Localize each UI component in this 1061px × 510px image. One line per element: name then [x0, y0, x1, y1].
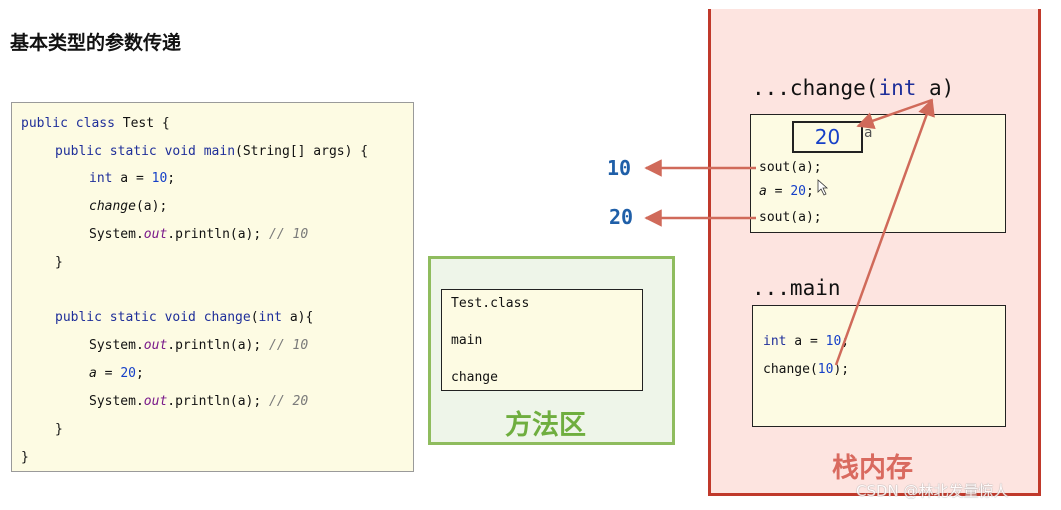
frame-text: a =	[786, 334, 826, 349]
code-text: a =	[112, 171, 152, 186]
code-comment: // 10	[269, 227, 309, 242]
mouse-cursor-icon	[817, 179, 829, 196]
code-text: Test {	[114, 116, 170, 131]
frame-number: 20	[790, 184, 806, 199]
code-number: 10	[151, 171, 168, 186]
code-text: (String[] args) {	[235, 144, 369, 159]
frame-text: =	[766, 184, 791, 199]
frame-line: sout(a);	[759, 210, 822, 225]
frame-variable: a	[759, 184, 767, 199]
parameter-assign-arrow	[856, 98, 933, 130]
main-frame: int a = 10; change(10);	[752, 305, 1006, 427]
code-text: ;	[135, 366, 144, 381]
code-line: }	[21, 450, 29, 465]
method-area-class-box: Test.class main change	[441, 289, 643, 391]
frame-line: a = 20;	[759, 184, 814, 199]
code-text: .println(a);	[167, 338, 270, 353]
code-keyword: int	[89, 171, 113, 186]
code-text: =	[96, 366, 121, 381]
code-text: ;	[167, 171, 176, 186]
code-text: System.	[89, 338, 144, 353]
code-text: System.	[89, 394, 144, 409]
code-line: public static void main(String[] args) {	[55, 144, 368, 159]
frame-number: 10	[825, 334, 842, 349]
code-line: System.out.println(a); // 10	[89, 227, 308, 242]
code-line: a = 20;	[89, 366, 144, 381]
code-line: change(a);	[89, 199, 167, 214]
code-line: public class Test {	[21, 116, 170, 131]
method-area-item: Test.class	[451, 296, 530, 311]
code-line: }	[55, 255, 63, 270]
code-keyword: int	[258, 310, 282, 325]
main-frame-label: ...main	[752, 276, 841, 300]
variable-a-box: 20	[792, 121, 863, 153]
argument-pass-arrow	[834, 98, 935, 366]
code-method: change	[195, 310, 251, 325]
code-text: (a);	[135, 199, 168, 214]
code-line: int a = 10;	[89, 171, 175, 186]
frame-text: );	[833, 362, 850, 377]
watermark: CSDN @林北发量惊人	[856, 482, 1009, 500]
code-comment: // 10	[269, 338, 309, 353]
code-line: }	[55, 422, 63, 437]
code-comment: // 20	[269, 394, 309, 409]
code-text: a){	[282, 310, 314, 325]
output-value: 20	[609, 205, 634, 229]
code-keyword: public class	[21, 116, 115, 131]
frame-label-text: a)	[916, 76, 955, 100]
code-method: main	[195, 144, 236, 159]
frame-number: 10	[817, 362, 834, 377]
frame-text: change(	[763, 362, 818, 377]
code-line: System.out.println(a); // 20	[89, 394, 308, 409]
frame-text: ;	[805, 184, 814, 199]
code-line: public static void change(int a){	[55, 310, 313, 325]
code-line: System.out.println(a); // 10	[89, 338, 308, 353]
stack-memory-label: 栈内存	[832, 453, 913, 484]
code-text: .println(a);	[167, 394, 270, 409]
code-keyword: public static void	[55, 310, 196, 325]
code-field: out	[143, 394, 168, 409]
code-text: (	[250, 310, 259, 325]
method-area-item: main	[451, 333, 483, 348]
code-panel: public class Test { public static void m…	[11, 102, 414, 472]
frame-label-text: ...change(	[752, 76, 879, 100]
code-text: .println(a);	[167, 227, 270, 242]
code-variable: a	[89, 366, 97, 381]
frame-label-keyword: int	[878, 76, 917, 100]
code-number: 20	[120, 366, 136, 381]
code-field: out	[143, 227, 168, 242]
page-title: 基本类型的参数传递	[10, 32, 182, 54]
method-area-label: 方法区	[505, 410, 586, 441]
code-keyword: public static void	[55, 144, 196, 159]
frame-line: sout(a);	[759, 160, 822, 175]
code-text: System.	[89, 227, 144, 242]
method-area-item: change	[451, 370, 498, 385]
change-frame-label: ...change(int a)	[752, 76, 954, 100]
code-method: change	[89, 199, 136, 214]
output-value: 10	[607, 156, 632, 180]
frame-keyword: int	[763, 334, 787, 349]
variable-a-label: a	[864, 125, 873, 141]
code-field: out	[143, 338, 168, 353]
frame-line: change(10);	[763, 362, 849, 377]
